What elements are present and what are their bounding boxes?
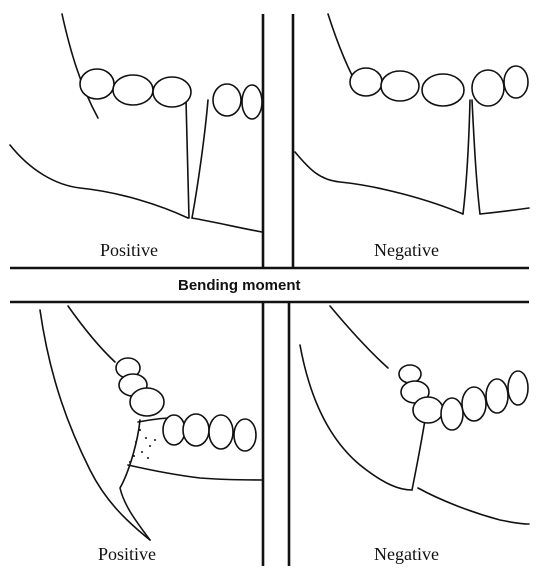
ramus-line xyxy=(62,14,98,118)
lower-border-right xyxy=(128,465,262,480)
tooth xyxy=(234,419,256,451)
tooth xyxy=(472,70,504,106)
jaw-bottom-left: Positive xyxy=(40,306,262,564)
label-top-right: Negative xyxy=(374,240,439,260)
lower-border-left xyxy=(10,145,188,218)
label-bottom-left: Positive xyxy=(98,544,156,564)
tooth xyxy=(163,415,185,445)
tooth xyxy=(242,85,262,119)
tooth xyxy=(113,75,153,105)
fracture-line xyxy=(412,420,425,490)
tooth xyxy=(413,397,443,423)
tooth xyxy=(80,69,114,99)
tooth xyxy=(153,77,191,107)
tooth xyxy=(399,365,421,383)
stipple-area xyxy=(129,429,156,463)
label-center: Bending moment xyxy=(178,277,301,294)
tooth xyxy=(508,371,528,405)
tooth xyxy=(213,84,241,116)
lower-border-left xyxy=(300,345,412,490)
label-bottom-right: Negative xyxy=(374,544,439,564)
jaw-bottom-right: Negative xyxy=(300,306,529,564)
fracture-line-left xyxy=(186,100,189,218)
tooth xyxy=(422,74,464,106)
tooth xyxy=(504,66,528,98)
lower-border-right xyxy=(480,208,529,214)
tooth xyxy=(441,398,463,430)
tooth xyxy=(462,387,486,421)
ramus-line xyxy=(330,306,388,368)
jaw-top-right: Negative xyxy=(295,14,529,260)
label-top-left: Positive xyxy=(100,240,158,260)
fracture-line-right xyxy=(192,100,208,218)
tooth xyxy=(486,379,508,413)
tooth xyxy=(130,388,164,416)
tooth xyxy=(183,414,209,446)
lower-border-right xyxy=(192,218,262,232)
tooth xyxy=(209,415,233,449)
tooth xyxy=(381,71,419,101)
ramus-line xyxy=(68,306,115,362)
jaw-top-left: Positive xyxy=(10,14,262,260)
fracture-line-left xyxy=(463,100,470,214)
lower-border-left xyxy=(295,152,463,214)
lower-border-left xyxy=(40,310,150,540)
fracture-line-right xyxy=(472,100,480,214)
lower-border-right xyxy=(418,488,529,524)
tooth xyxy=(350,68,382,96)
